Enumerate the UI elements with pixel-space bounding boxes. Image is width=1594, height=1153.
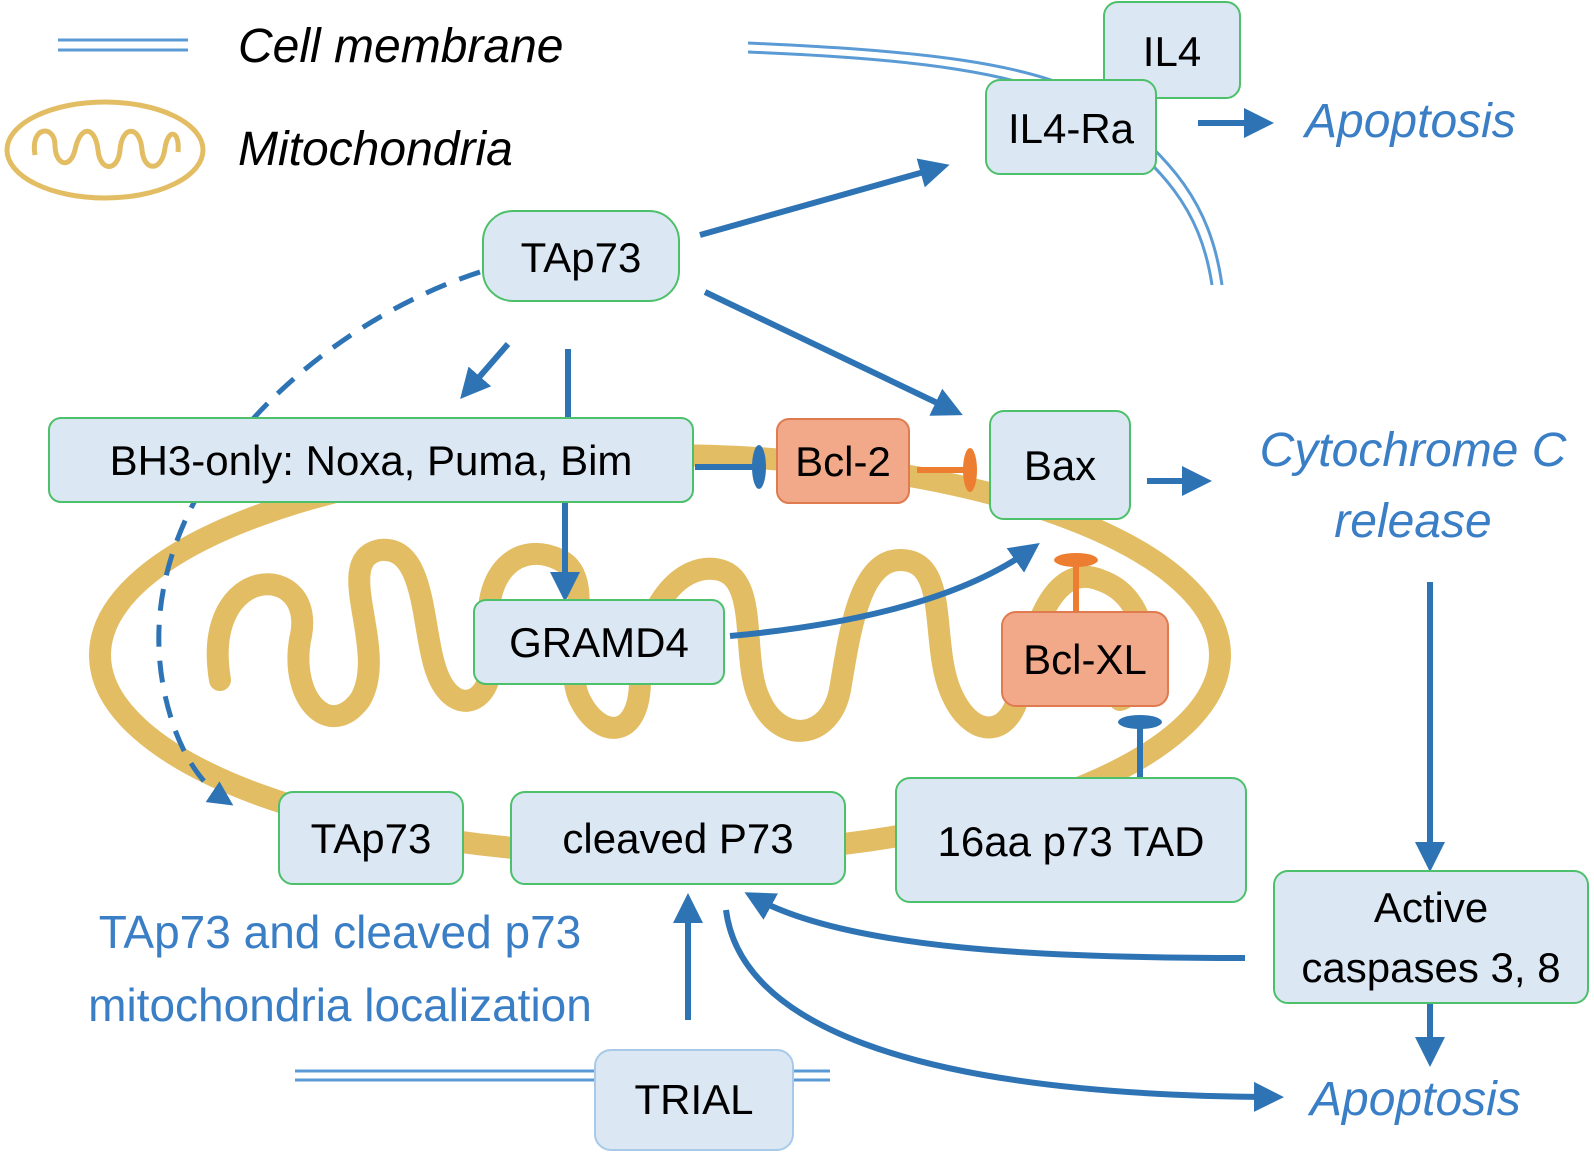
svg-text:cleaved P73: cleaved P73: [562, 815, 793, 862]
node-tap73-top: TAp73: [482, 210, 680, 302]
svg-text:TRIAL: TRIAL: [634, 1076, 753, 1123]
svg-text:16aa p73 TAD: 16aa p73 TAD: [938, 818, 1205, 865]
arrow-tap73-to-bax: [703, 289, 963, 416]
node-cleaved-p73: cleaved P73: [510, 791, 846, 885]
legend-mitochondria-label: Mitochondria: [238, 123, 513, 176]
legend-membrane-label: Cell membrane: [238, 20, 563, 73]
svg-text:IL4-Ra: IL4-Ra: [1008, 105, 1135, 152]
inhibit-tad-bclxl-cap: [1118, 715, 1162, 729]
node-il4: IL4: [1103, 1, 1241, 99]
arrows: [156, 108, 1445, 1112]
svg-text:Active: Active: [1374, 884, 1488, 931]
outcome-cytochrome-c-line2: release: [1334, 495, 1491, 548]
caption-line2: mitochondria localization: [88, 979, 592, 1031]
inhibit-bh3-bcl2-cap: [752, 445, 766, 489]
svg-text:IL4: IL4: [1143, 28, 1201, 75]
svg-text:caspases 3, 8: caspases 3, 8: [1301, 944, 1560, 991]
svg-text:TAp73: TAp73: [521, 234, 642, 281]
arrow-cleaved-p73-to-apoptosis: [723, 909, 1284, 1112]
legend-mitochondria-swatch: [4, 99, 206, 201]
node-bax: Bax: [989, 410, 1131, 520]
inhibit-bcl2-bax-cap: [963, 448, 977, 492]
node-trial: TRIAL: [594, 1049, 794, 1151]
node-tap73-mitochondria: TAp73: [278, 791, 464, 885]
node-bcl2: Bcl-2: [776, 418, 910, 504]
outcome-apoptosis-top: Apoptosis: [1302, 95, 1516, 148]
arrow-tap73-to-il4ra: [699, 158, 950, 238]
node-bh3-only: BH3-only: Noxa, Puma, Bim: [48, 417, 694, 503]
node-active-caspases: Active caspases 3, 8: [1273, 870, 1589, 1004]
svg-text:Bax: Bax: [1024, 442, 1096, 489]
arrow-caspases-to-cleaved-p73: [744, 892, 1246, 961]
node-gramd4: GRAMD4: [473, 599, 725, 685]
caption-line1: TAp73 and cleaved p73: [99, 906, 582, 958]
inhibitions: [695, 445, 1162, 778]
arrow-tap73-to-bh3: [460, 342, 511, 400]
svg-text:Bcl-XL: Bcl-XL: [1023, 636, 1147, 683]
svg-text:Bcl-2: Bcl-2: [795, 438, 891, 485]
svg-text:TAp73: TAp73: [311, 815, 432, 862]
svg-text:GRAMD4: GRAMD4: [509, 619, 689, 666]
node-bclxl: Bcl-XL: [1001, 611, 1169, 707]
legend: Cell membrane Mitochondria: [4, 20, 563, 201]
arrow-gramd4-to-bax: [729, 543, 1040, 639]
inhibit-bclxl-bax-cap: [1054, 553, 1098, 567]
arrow-tap73-to-mitochondria-dashed: [156, 269, 481, 806]
outcome-apoptosis-bottom: Apoptosis: [1307, 1073, 1521, 1126]
node-16aa-p73-tad: 16aa p73 TAD: [895, 777, 1247, 903]
node-il4ra: IL4-Ra: [985, 79, 1157, 175]
svg-text:BH3-only: Noxa, Puma, Bim: BH3-only: Noxa, Puma, Bim: [110, 437, 633, 484]
outcome-cytochrome-c-line1: Cytochrome C: [1260, 424, 1567, 477]
